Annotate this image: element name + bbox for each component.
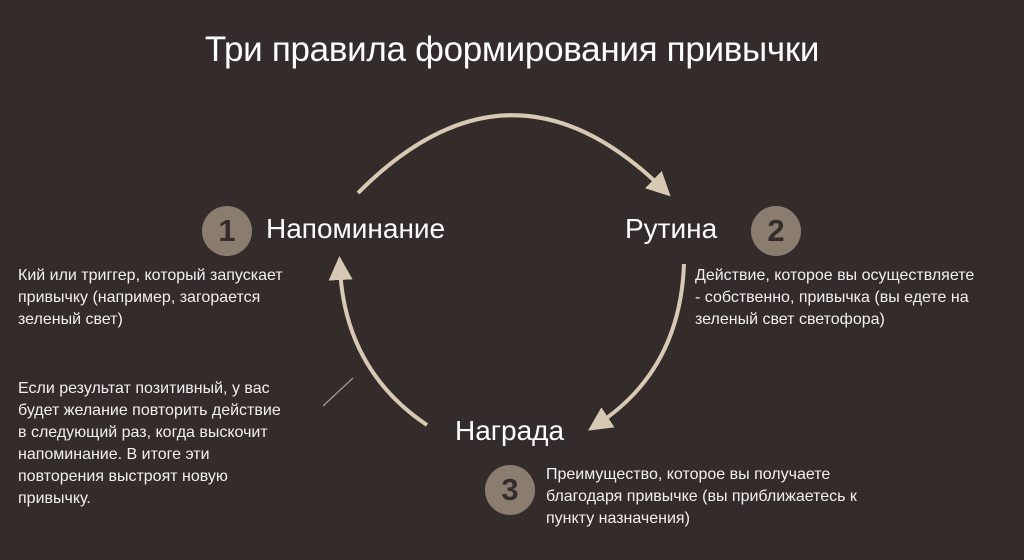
arrow-routine-to-reward: [587, 263, 686, 431]
stage-2-title: Рутина: [625, 213, 718, 244]
desc-line: благодаря привычке (вы приближаетесь к: [546, 488, 857, 505]
note-line: Если результат позитивный, у вас: [18, 380, 270, 397]
desc-line: привычку (например, загорается: [18, 289, 261, 306]
stage-3-badge: 3: [485, 465, 535, 515]
loop-note: Если результат позитивный, у вас будет ж…: [18, 378, 281, 510]
stage-1-title: Напоминание: [266, 213, 446, 244]
stage-3-description: Преимущество, которое вы получаете благо…: [546, 464, 857, 530]
note-line: будет желание повторить действие: [18, 402, 281, 419]
arrow-reminder-to-routine: [356, 113, 671, 197]
desc-line: зеленый свет): [18, 311, 123, 328]
note-line: напоминание. В итоге эти: [18, 446, 210, 463]
desc-line: зеленый свет светофора): [695, 311, 885, 328]
stage-1-description: Кий или триггер, который запускает привы…: [18, 265, 283, 331]
desc-line: Действие, которое вы осуществляете: [695, 267, 975, 284]
desc-line: Преимущество, которое вы получаете: [546, 466, 831, 483]
stage-3-title: Награда: [455, 415, 565, 446]
stage-2-badge: 2: [751, 206, 801, 256]
stage-2-description: Действие, которое вы осуществляете - соб…: [695, 265, 974, 331]
desc-line: - собственно, привычка (вы едете на: [695, 289, 969, 306]
stage-1-badge: 1: [202, 206, 252, 256]
note-line: привычку.: [18, 490, 91, 507]
note-line: повторения выстроят новую: [18, 468, 228, 485]
arrow-reward-to-reminder: [328, 256, 429, 427]
note-line: в следующий раз, когда выскочит: [18, 424, 268, 441]
desc-line: Кий или триггер, который запускает: [18, 267, 283, 284]
note-connector-line: [322, 377, 354, 407]
diagram-title: Три правила формирования привычки: [204, 30, 820, 69]
desc-line: пункту назначения): [546, 510, 690, 527]
